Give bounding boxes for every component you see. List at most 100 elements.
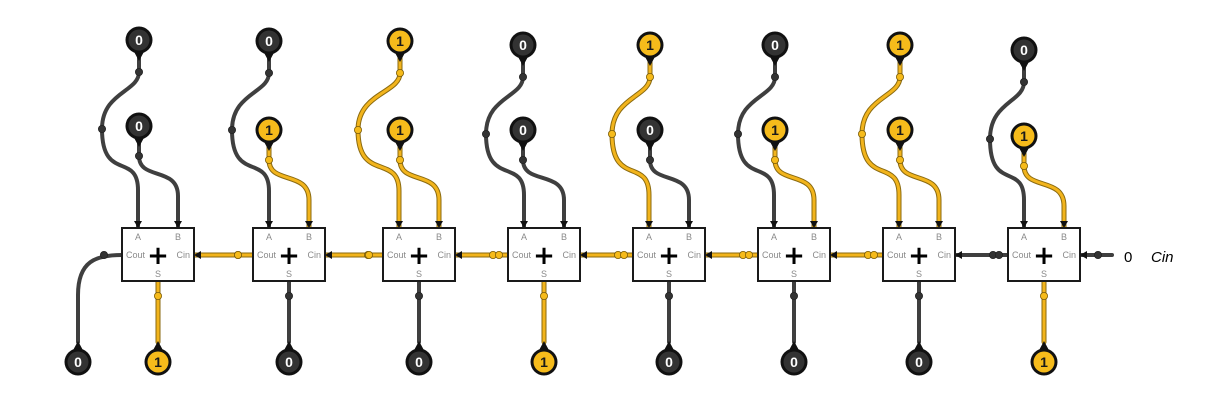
junction-s-4 [665, 291, 674, 300]
adder-symbol: + [278, 241, 300, 271]
pin-value: 0 [771, 37, 779, 53]
junction-s-3 [540, 291, 549, 300]
carry-junction-b-6 [995, 250, 1004, 259]
input-b-label: B [936, 232, 942, 242]
carry-in-port-label: Cin [937, 250, 951, 260]
junction-s-5 [790, 291, 799, 300]
carry-in-value: 0 [1124, 249, 1132, 266]
arrow-b-0 [174, 221, 182, 228]
carry-junction-b-5 [870, 250, 879, 259]
input-a-label: A [266, 232, 272, 242]
junction-a-mid-2 [353, 126, 362, 135]
carry-out-pin: 0 [64, 341, 92, 376]
input-b-pin-1: 1 [255, 116, 283, 151]
arrow-a-1 [265, 221, 273, 228]
carry-junction-b-3 [620, 250, 629, 259]
junction-a-top-3 [519, 73, 528, 82]
wire-b-1 [266, 141, 312, 231]
input-b-label: B [561, 232, 567, 242]
carry-in-junction [1094, 250, 1103, 259]
arrow-a-3 [520, 221, 528, 228]
junction-a-top-0 [134, 68, 143, 77]
pin-value: 0 [790, 354, 798, 370]
wire-a-0 [99, 52, 141, 230]
pin-value: 0 [519, 122, 527, 138]
wire-b-5 [772, 141, 817, 231]
carry-junction-b-0 [233, 250, 242, 259]
carry-in-port-label: Cin [307, 250, 321, 260]
pin-value: 0 [519, 37, 527, 53]
input-a-label: A [521, 232, 527, 242]
carry-arrow-6 [955, 251, 962, 259]
input-a-label: A [135, 232, 141, 242]
arrow-a-5 [770, 221, 778, 228]
carry-out-label: Cout [512, 250, 532, 260]
wire-b-0 [137, 138, 180, 230]
sum-pin-0: 1 [144, 341, 172, 376]
sum-label: S [1041, 269, 1047, 279]
carry-in-group: 0 Cin [1124, 249, 1174, 266]
arrow-b-5 [810, 221, 818, 228]
input-a-label: A [896, 232, 902, 242]
pin-value: 1 [771, 122, 779, 138]
carry-out-label: Cout [126, 250, 146, 260]
pin-value: 1 [1020, 128, 1028, 144]
adder-symbol: + [658, 241, 680, 271]
input-b-pin-4: 0 [636, 116, 664, 151]
carry-out-label: Cout [762, 250, 782, 260]
input-b-pin-7: 1 [1010, 122, 1038, 157]
junction-s-7 [1040, 291, 1049, 300]
adder-symbol: + [783, 241, 805, 271]
input-a-pin-1: 0 [255, 27, 283, 62]
input-b-pin-5: 1 [761, 116, 789, 151]
carry-junction-b-1 [364, 250, 373, 259]
sum-pin-2: 0 [405, 341, 433, 376]
input-b-label: B [1061, 232, 1067, 242]
carry-arrow-2 [455, 251, 462, 259]
sum-pin-7: 1 [1030, 341, 1058, 376]
pin-value: 0 [135, 32, 143, 48]
pin-value: 0 [265, 33, 273, 49]
sum-label: S [286, 269, 292, 279]
junction-b-4 [646, 155, 655, 164]
junction-b-2 [395, 155, 404, 164]
arrow-a-0 [134, 221, 142, 228]
wire-b-3 [521, 142, 566, 230]
junction-b-7 [1020, 161, 1029, 170]
pin-value: 0 [415, 354, 423, 370]
wire-b-2 [397, 141, 442, 231]
sum-pin-5: 0 [780, 341, 808, 376]
arrow-b-1 [305, 221, 313, 228]
input-b-label: B [811, 232, 817, 242]
carry-in-port-label: Cin [1062, 250, 1076, 260]
carry-arrow-5 [830, 251, 837, 259]
junction-b-0 [134, 151, 143, 160]
pin-value: 1 [646, 37, 654, 53]
sum-label: S [791, 269, 797, 279]
junction-a-mid-1 [227, 126, 236, 135]
carry-out-label: Cout [637, 250, 657, 260]
junction-b-5 [771, 155, 780, 164]
carry-arrow-3 [580, 251, 587, 259]
sum-pin-1: 0 [275, 341, 303, 376]
sum-label: S [541, 269, 547, 279]
wire-b-7 [1021, 147, 1067, 231]
junction-b-1 [264, 155, 273, 164]
adder-symbol: + [533, 241, 555, 271]
input-a-label: A [396, 232, 402, 242]
input-a-pin-5: 0 [761, 31, 789, 66]
arrow-b-7 [1060, 221, 1068, 228]
arrow-a-6 [895, 221, 903, 228]
adder-symbol: + [147, 241, 169, 271]
arrow-b-6 [935, 221, 943, 228]
pin-value: 0 [74, 354, 82, 370]
input-a-pin-4: 1 [636, 31, 664, 66]
carry-in-port-label: Cin [812, 250, 826, 260]
arrow-b-2 [435, 221, 443, 228]
